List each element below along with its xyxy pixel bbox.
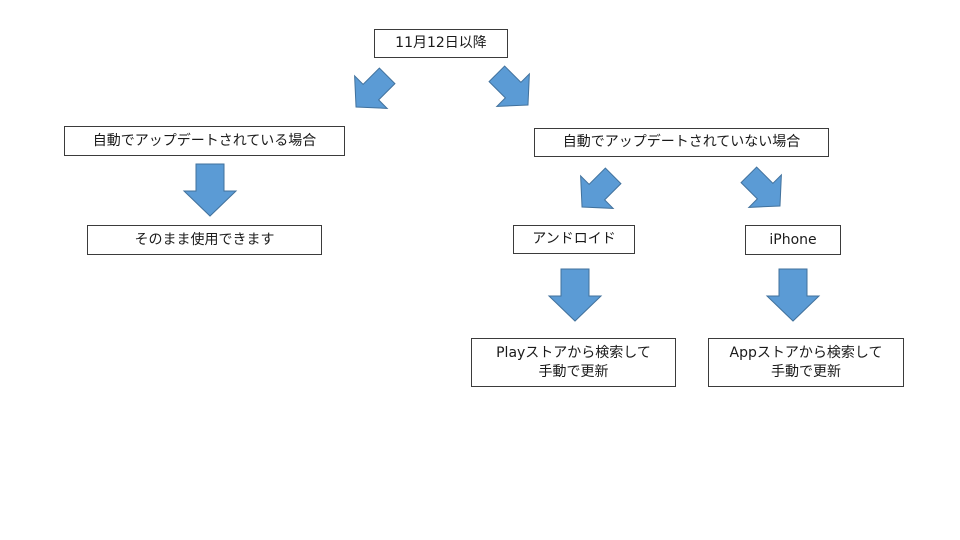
arrow-auto-to-usable [182,163,238,217]
arrow-root-to-auto [354,67,396,109]
arrow-not-auto-to-android [580,167,622,209]
node-auto-updated-label: 自動でアップデートされている場合 [92,132,317,149]
node-root-label: 11月12日以降 [395,35,487,52]
node-iphone: iPhone [745,225,841,255]
node-not-auto-updated-label: 自動でアップデートされていない場合 [562,134,801,151]
node-root: 11月12日以降 [374,29,508,58]
node-not-auto-updated: 自動でアップデートされていない場合 [534,128,829,157]
arrow-iphone-to-app [765,268,821,322]
node-usable-label: そのまま使用できます [134,231,275,248]
arrow-android-to-play [547,268,603,322]
node-app-store-line1: Appストアから検索して [729,344,883,361]
node-app-store: Appストアから検索して 手動で更新 [708,338,904,387]
arrow-root-to-not-auto [488,65,530,107]
node-play-store-line2: 手動で更新 [538,363,609,380]
node-auto-updated: 自動でアップデートされている場合 [64,126,345,156]
node-play-store-line1: Playストアから検索して [496,344,651,361]
node-android-label: アンドロイド [532,231,616,248]
node-app-store-line2: 手動で更新 [771,363,841,380]
node-android: アンドロイド [513,225,635,254]
node-iphone-label: iPhone [769,231,817,248]
node-play-store: Playストアから検索して 手動で更新 [471,338,676,387]
arrow-not-auto-to-iphone [740,166,782,208]
node-usable: そのまま使用できます [87,225,322,255]
